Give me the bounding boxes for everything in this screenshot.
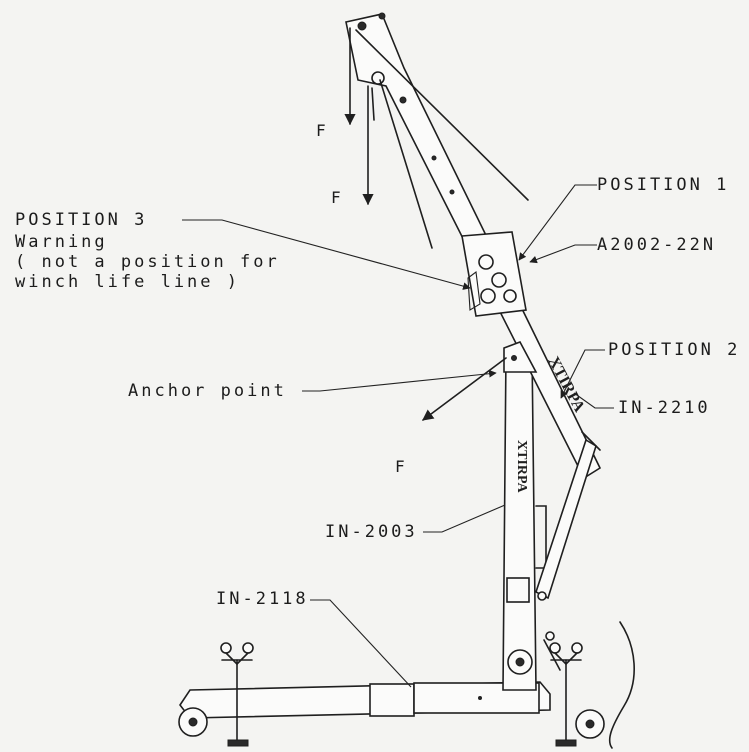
- warning-note-line-1: ( not a position for: [15, 252, 280, 272]
- lifting-cables: [355, 29, 529, 249]
- mast: XTIRPA: [502, 351, 537, 691]
- force-label-1: F: [316, 121, 326, 140]
- force-label-2: F: [331, 188, 341, 207]
- leader-lines: [182, 184, 614, 688]
- position-3-label: POSITION 3: [15, 210, 148, 230]
- position-1-label: POSITION 1: [597, 175, 730, 195]
- leveling-jack-left: [220, 642, 254, 747]
- anchor-plate: [503, 341, 538, 373]
- mast-brand-text: XTIRPA: [514, 440, 529, 494]
- base-beam: [179, 681, 551, 719]
- caster-wheel-rear: [575, 709, 605, 739]
- force-arrow-3: [422, 357, 507, 421]
- a2002-22n-label: A2002-22N: [597, 235, 717, 255]
- in-2210-label: IN-2210: [618, 398, 711, 418]
- hydraulic-ram: [535, 431, 601, 601]
- force-label-3: F: [395, 457, 405, 476]
- anchor-point-label: Anchor point: [128, 381, 287, 401]
- caster-wheel-front: [178, 707, 208, 737]
- position-2-label: POSITION 2: [608, 340, 741, 360]
- hook-chain: [543, 621, 635, 749]
- in-2003-label: IN-2003: [325, 522, 418, 542]
- warning-note-line-2: winch life line ): [15, 272, 240, 292]
- a2002-22n-bracket: [461, 231, 527, 317]
- leveling-jack-right: [549, 642, 583, 747]
- mast-handle: [535, 505, 547, 569]
- in-2118-label: IN-2118: [216, 589, 309, 609]
- warning-label: Warning: [15, 232, 108, 252]
